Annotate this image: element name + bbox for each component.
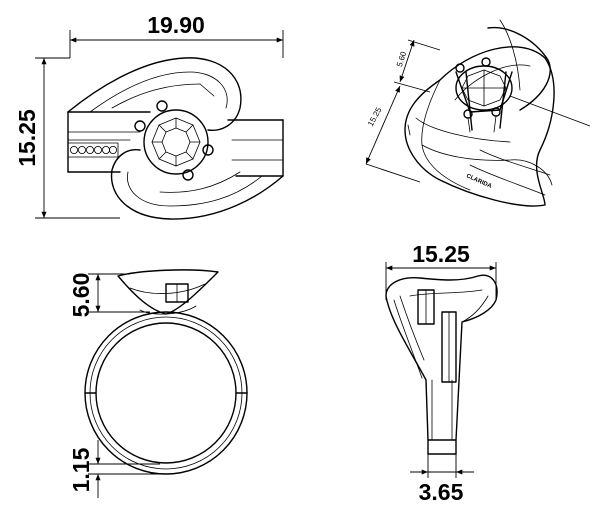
prong [182,169,194,181]
side-inner-circle [95,322,237,464]
pave-diamond-row [67,142,119,158]
prong [134,120,146,132]
engraving-stamp: CLARIDA [465,173,493,190]
side-band-thickness-label: 1.15 [68,447,94,492]
prong [156,100,168,112]
front-view: 19.90 15.25 [14,12,284,220]
front-center-stone [134,100,214,181]
iso-center-stone [455,57,513,133]
end-band-width-label: 3.65 [419,479,464,505]
front-upper-swirl [67,57,242,131]
prong [491,107,501,117]
front-width-label: 19.90 [147,12,205,38]
prong [455,63,465,73]
front-band [67,111,284,177]
prong [202,144,214,156]
side-head [117,269,219,315]
side-head-height-label: 5.60 [68,273,94,318]
prong [481,57,491,67]
isometric-view: 5.60 15.25 CLARIDA [365,19,591,207]
end-width-label: 15.25 [412,241,470,267]
front-height-label: 15.25 [14,109,40,167]
front-lower-swirl [110,148,284,220]
iso-head-height-label: 5.60 [395,50,409,68]
end-view: 15.25 3.65 [385,241,498,505]
iso-head-dimension-line [399,39,415,83]
side-outer-circle [84,311,248,475]
iso-height-label: 15.25 [366,105,384,127]
side-view: 5.60 1.15 [68,269,248,498]
iso-height-dimension-line [365,85,401,165]
